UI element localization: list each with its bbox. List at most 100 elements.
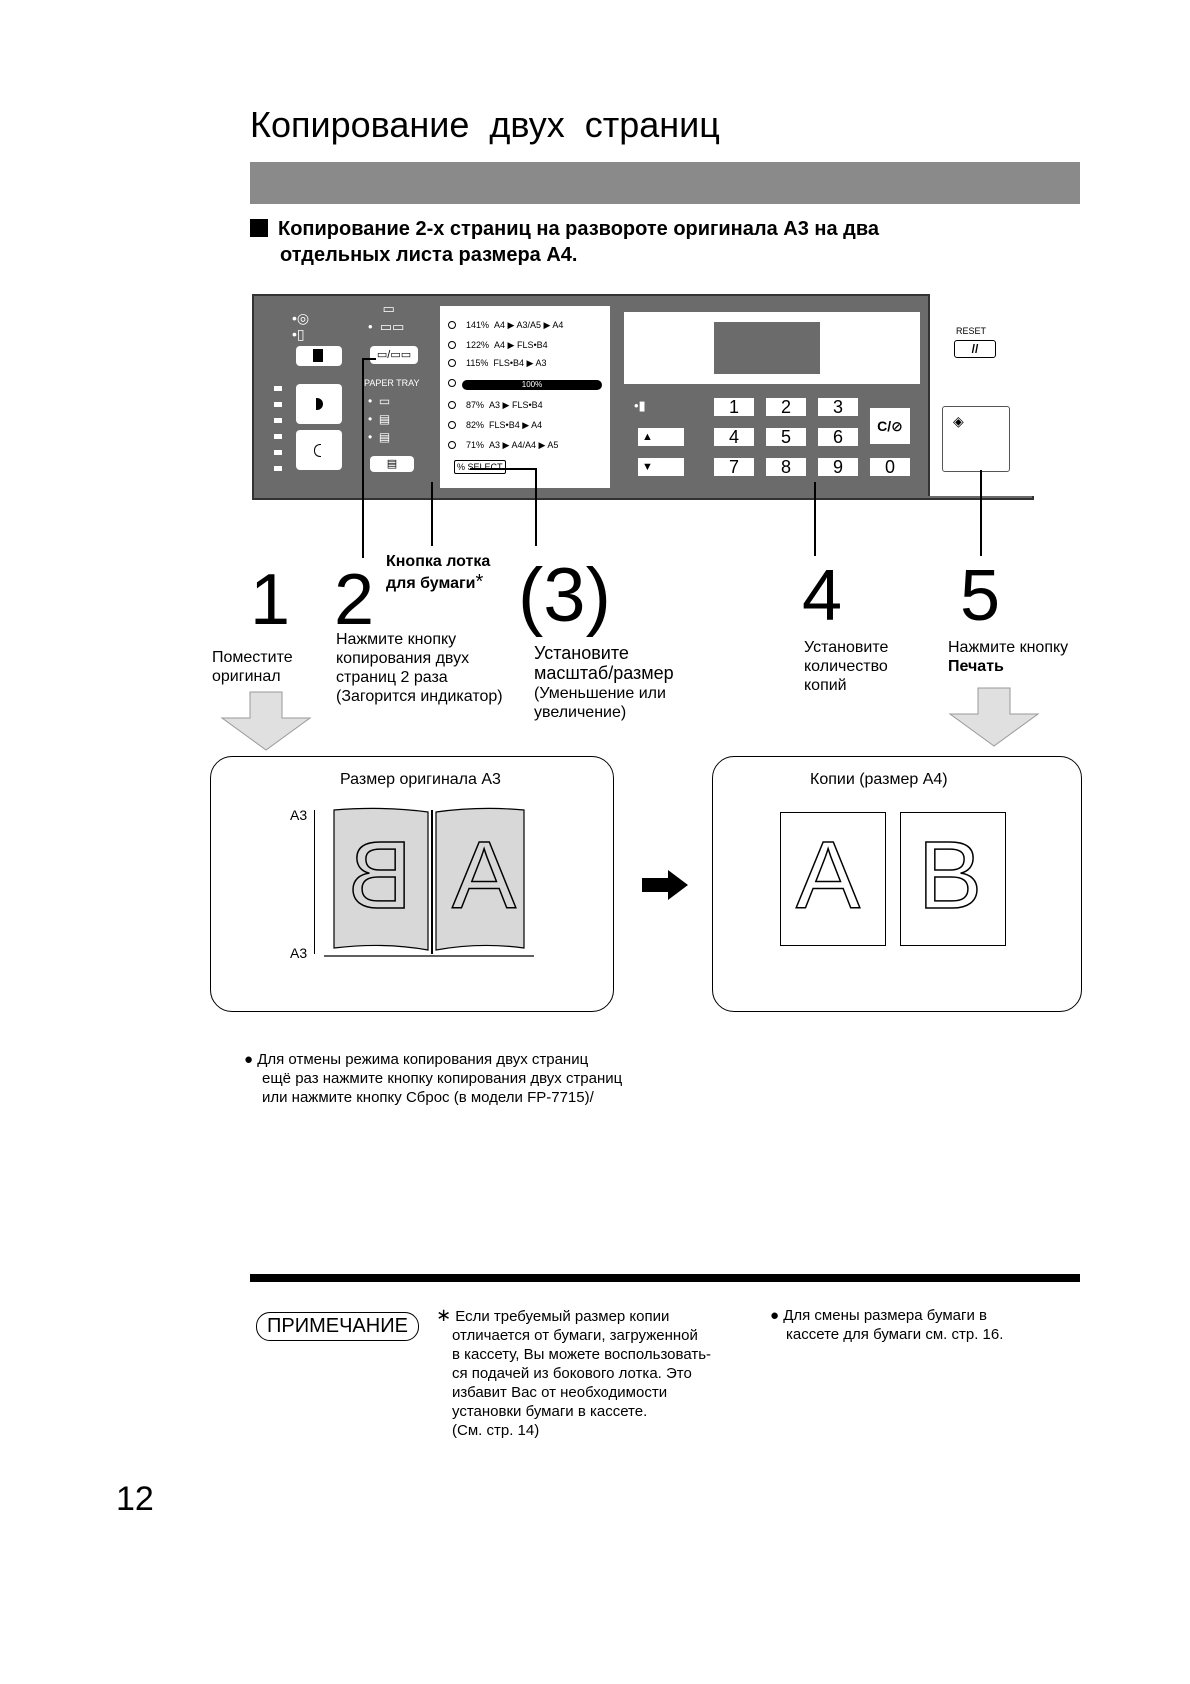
- note-star-line: отличается от бумаги, загруженной: [452, 1327, 698, 1344]
- density-led: [274, 418, 282, 423]
- copy-letter-a: A: [795, 822, 861, 929]
- right-control-area: RESET // ◈: [928, 294, 1034, 496]
- step-4-line: копий: [804, 677, 847, 694]
- section-heading-line2: отдельных листа размера А4.: [280, 244, 578, 266]
- ratio-row[interactable]: 122% A4 ▶ FLS•B4: [440, 340, 548, 351]
- note-bullet: ● Для смены размера бумаги в кассете для…: [770, 1306, 1003, 1344]
- callout-line-5: [980, 470, 982, 556]
- ratio-led-icon: [448, 421, 456, 429]
- clear-stop-key[interactable]: C/⊘: [870, 408, 910, 444]
- ratio-pct: 82%: [466, 420, 485, 430]
- step-3-line: увеличение): [534, 704, 627, 721]
- step-5-bold: Печать: [948, 658, 1004, 675]
- percent-select-button[interactable]: % SELECT: [454, 460, 506, 474]
- key-7[interactable]: 7: [714, 458, 754, 476]
- key-9[interactable]: 9: [818, 458, 858, 476]
- density-led: [274, 386, 282, 391]
- copies-box: [712, 756, 1082, 1012]
- section-heading-line1: Копирование 2-х страниц на развороте ори…: [278, 218, 880, 240]
- note-star-line: в кассету, Вы можете воспользовать-: [452, 1346, 712, 1363]
- print-button[interactable]: ◈: [942, 406, 1010, 472]
- callout-connector-1: [362, 358, 376, 360]
- ratio-pct: 87%: [466, 400, 485, 410]
- reset-label: RESET: [956, 326, 987, 336]
- ratio-led-icon: [448, 401, 456, 409]
- note-divider: [250, 1274, 1080, 1282]
- copy-letter-b: B: [917, 822, 983, 929]
- copy-sheet-a: [780, 812, 886, 946]
- step-3-number: (3): [518, 553, 611, 638]
- cancel-note-line: Для отмены режима копирования двух стран…: [257, 1051, 589, 1068]
- ratio-led-icon: [448, 321, 456, 329]
- ratio-desc: A3 ▶ FLS•B4: [489, 400, 543, 410]
- cancel-note-line: или нажмите кнопку Сброс (в модели FP-77…: [262, 1089, 594, 1106]
- ratio-pct: 115%: [466, 358, 489, 368]
- callout-line-3: [535, 468, 537, 546]
- step-4-line: количество: [804, 658, 888, 675]
- ratio-100-bar: 100%: [462, 380, 602, 390]
- callout-line-4: [814, 482, 816, 556]
- key-0[interactable]: 0: [870, 458, 910, 476]
- key-5[interactable]: 5: [766, 428, 806, 446]
- ratio-pct: 122%: [466, 340, 490, 350]
- ratio-row[interactable]: 141% A4 ▶ A3/A5 ▶ A4: [440, 320, 563, 331]
- paper-tray-button[interactable]: ▤: [370, 456, 414, 472]
- document-icon: [313, 349, 323, 362]
- two-page-copy-button[interactable]: ▭/▭▭: [370, 346, 418, 364]
- note-bullet-line: Для смены размера бумаги в: [783, 1307, 987, 1324]
- key-8[interactable]: 8: [766, 458, 806, 476]
- tray-caption-line1: Кнопка лотка: [386, 553, 491, 570]
- down-arrow-right-icon: [948, 687, 1040, 747]
- copies-caption: Копии (размер А4): [810, 771, 948, 788]
- note-star-line: Если требуемый размер копии: [455, 1308, 670, 1325]
- copy-count-icon: •▮: [634, 398, 646, 413]
- ratio-row-100[interactable]: [440, 378, 466, 388]
- step-1-line: оригинал: [212, 668, 281, 685]
- half-circle-light-icon: [314, 444, 321, 457]
- bullet-icon: ●: [244, 1051, 254, 1068]
- ratio-row[interactable]: 87% A3 ▶ FLS•B4: [440, 400, 543, 411]
- note-star-line: ся подачей из бокового лотка. Это: [452, 1365, 692, 1382]
- note-star-line: установки бумаги в кассете.: [452, 1403, 648, 1420]
- dim-label-bottom: A3: [290, 945, 308, 961]
- right-arrow-icon: [642, 870, 688, 900]
- square-bullet-icon: [250, 219, 268, 237]
- darker-button[interactable]: [296, 384, 342, 424]
- key-2[interactable]: 2: [766, 398, 806, 416]
- reset-button[interactable]: //: [954, 340, 996, 358]
- ratio-list: 141% A4 ▶ A3/A5 ▶ A4 122% A4 ▶ FLS•B4 11…: [440, 306, 610, 488]
- key-4[interactable]: 4: [714, 428, 754, 446]
- ratio-pct: 71%: [466, 440, 485, 450]
- up-key[interactable]: ▲: [638, 428, 684, 446]
- original-size-box: [210, 756, 614, 1012]
- step-5-line: Нажмите кнопку: [948, 639, 1069, 656]
- ratio-row[interactable]: 71% A3 ▶ A4/A4 ▶ A5: [440, 440, 558, 451]
- key-1[interactable]: 1: [714, 398, 754, 416]
- note-bullet-line: кассете для бумаги см. стр. 16.: [786, 1326, 1004, 1343]
- copy-sheet-b: [900, 812, 1006, 946]
- key-3[interactable]: 3: [818, 398, 858, 416]
- note-star-line: (См. стр. 14): [452, 1422, 540, 1439]
- density-led: [274, 434, 282, 439]
- mode-icons: •◎•▯: [292, 310, 310, 342]
- ratio-led-icon: [448, 341, 456, 349]
- step-1-number: 1: [250, 560, 291, 640]
- ratio-desc: FLS•B4 ▶ A3: [493, 358, 547, 368]
- key-6[interactable]: 6: [818, 428, 858, 446]
- lighter-button[interactable]: [296, 430, 342, 470]
- ratio-led-icon: [448, 441, 456, 449]
- paper-tray-leds: • ▭• ▤• ▤: [368, 394, 391, 444]
- open-book-original: [324, 807, 534, 957]
- original-size-caption: Размер оригинала А3: [340, 771, 501, 788]
- callout-connector-3: [470, 468, 536, 470]
- ratio-row[interactable]: 115% FLS•B4 ▶ A3: [440, 358, 546, 369]
- down-key[interactable]: ▼: [638, 458, 684, 476]
- ratio-row[interactable]: 82% FLS•B4 ▶ A4: [440, 420, 542, 431]
- step-5-number: 5: [960, 556, 1001, 636]
- original-type-button[interactable]: [296, 346, 342, 366]
- two-page-indicator-icons: ▭• ▭▭: [368, 301, 405, 334]
- down-arrow-left-icon: [220, 691, 312, 751]
- ratio-desc: A4 ▶ A3/A5 ▶ A4: [494, 320, 564, 330]
- ratio-desc: A3 ▶ A4/A4 ▶ A5: [489, 440, 559, 450]
